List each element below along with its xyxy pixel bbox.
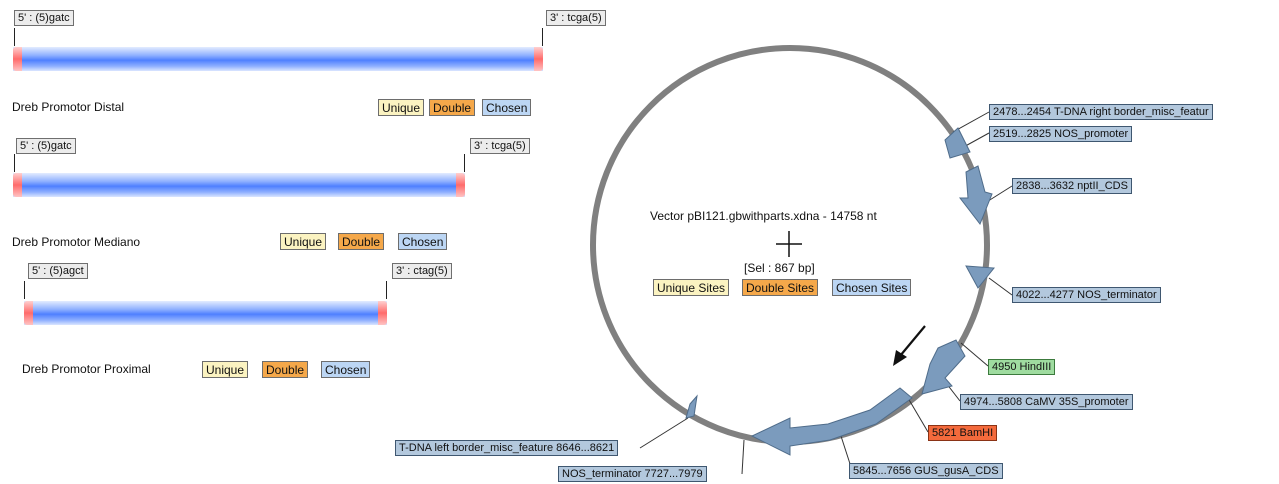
selection-size: [Sel : 867 bp] — [744, 261, 815, 275]
direction-arrow — [893, 325, 926, 366]
fragment-bar[interactable] — [13, 47, 543, 71]
fragment-end-cap — [378, 301, 387, 325]
unique-button[interactable]: Unique — [378, 99, 425, 116]
feature-label-camv35s-promoter[interactable]: 4974...5808 CaMV 35S_promoter — [960, 394, 1133, 410]
feature-arrow-nos-promoter — [944, 127, 971, 159]
fragment-title: Dreb Promotor Mediano — [12, 235, 141, 249]
double-sites-button[interactable]: Double Sites — [742, 279, 819, 296]
fragment-end-cap — [13, 47, 22, 71]
fragment-end-cap — [456, 173, 465, 197]
fragment-left-tick — [24, 281, 25, 299]
feature-label-nptii-cds[interactable]: 2838...3632 nptII_CDS — [1012, 178, 1132, 194]
feature-label-tdna-left-border[interactable]: T-DNA left border_misc_feature 8646...86… — [395, 440, 619, 456]
fragment-title: Dreb Promotor Distal — [12, 100, 125, 114]
feature-arrow-nptii — [958, 165, 993, 226]
feature-label-tdna-right-border[interactable]: 2478...2454 T-DNA right border_misc_feat… — [989, 104, 1213, 120]
feature-label-nos-terminator-2[interactable]: NOS_terminator 7727...7979 — [558, 466, 707, 482]
feature-arrows — [685, 127, 995, 456]
feature-arrow-gus — [750, 387, 913, 456]
feature-arrow-nos-terminator — [965, 265, 995, 289]
fragment-left-tick — [14, 154, 15, 172]
feature-arrow-tdna-left — [685, 394, 698, 419]
site-label-hindiii[interactable]: 4950 HindIII — [988, 359, 1056, 375]
fragment-right-tick — [542, 28, 543, 46]
feature-arrow-camv35s — [921, 339, 966, 395]
unique-sites-button[interactable]: Unique Sites — [653, 279, 730, 296]
fragment-end-cap — [24, 301, 33, 325]
double-button[interactable]: Double — [262, 361, 309, 378]
vector-title: Vector pBI121.gbwithparts.xdna - 14758 n… — [650, 209, 877, 223]
fragment-bar[interactable] — [13, 173, 465, 197]
double-button[interactable]: Double — [338, 233, 385, 250]
fragment-right-tick — [464, 154, 465, 172]
fragment-end-cap — [534, 47, 543, 71]
fragment-left-end-label: 5' : (5)gatc — [14, 10, 74, 26]
chosen-button[interactable]: Chosen — [482, 99, 532, 116]
chosen-button[interactable]: Chosen — [321, 361, 371, 378]
double-button[interactable]: Double — [429, 99, 476, 116]
feature-label-gus-cds[interactable]: 5845...7656 GUS_gusA_CDS — [849, 463, 1003, 479]
fragment-left-end-label: 5' : (5)gatc — [16, 138, 76, 154]
fragment-right-tick — [386, 281, 387, 299]
fragment-bar[interactable] — [24, 301, 387, 325]
feature-label-nos-promoter[interactable]: 2519...2825 NOS_promoter — [989, 126, 1133, 142]
feature-label-nos-terminator[interactable]: 4022...4277 NOS_terminator — [1012, 287, 1161, 303]
unique-button[interactable]: Unique — [280, 233, 327, 250]
unique-button[interactable]: Unique — [202, 361, 249, 378]
site-label-bamhi[interactable]: 5821 BamHI — [928, 425, 998, 441]
fragment-left-tick — [14, 28, 15, 46]
chosen-sites-button[interactable]: Chosen Sites — [832, 279, 912, 296]
fragment-right-end-label: 3' : tcga(5) — [546, 10, 606, 26]
fragment-right-end-label: 3' : ctag(5) — [392, 263, 452, 279]
fragment-right-end-label: 3' : tcga(5) — [470, 138, 530, 154]
fragment-title: Dreb Promotor Proximal — [22, 362, 151, 376]
fragment-end-cap — [13, 173, 22, 197]
chosen-button[interactable]: Chosen — [398, 233, 448, 250]
crosshair-icon — [776, 231, 802, 257]
fragment-left-end-label: 5' : (5)agct — [28, 263, 88, 279]
